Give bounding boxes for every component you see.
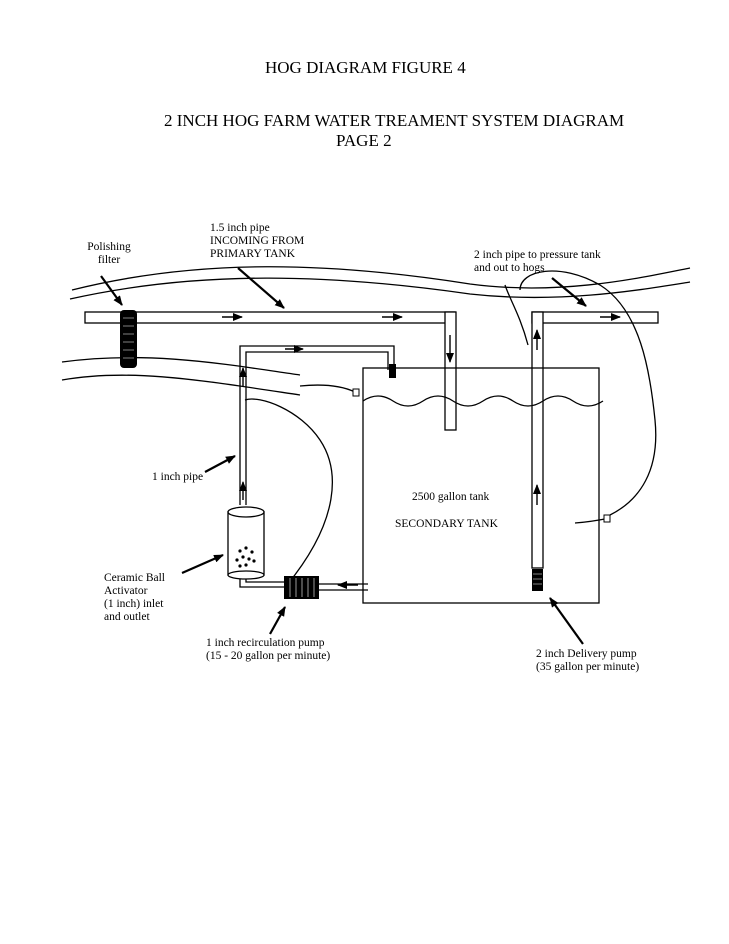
figure-title: HOG DIAGRAM FIGURE 4 bbox=[265, 58, 466, 77]
recirc-pump-cord bbox=[244, 398, 333, 586]
leader-polishing-filter bbox=[100, 275, 123, 306]
delivery-pump bbox=[532, 569, 543, 591]
leader-outgoing-pipe bbox=[551, 277, 587, 307]
label-tank-name: SECONDARY TANK bbox=[395, 518, 498, 530]
tank-float bbox=[352, 388, 360, 397]
delivery-pump-cord bbox=[519, 270, 657, 516]
leader-recirc-pump bbox=[269, 606, 286, 635]
leader-activator bbox=[181, 553, 224, 575]
leader-one-inch-pipe bbox=[204, 455, 236, 473]
inlet-fitting bbox=[389, 364, 396, 378]
drop-pipe bbox=[444, 311, 457, 431]
tank-float-cord bbox=[299, 384, 356, 393]
diagram-title: 2 INCH HOG FARM WATER TREAMENT SYSTEM DI… bbox=[164, 111, 625, 130]
label-recirc-pump: 1 inch recirculation pump (15 - 20 gallo… bbox=[206, 637, 331, 662]
label-outgoing-pipe: 2 inch pipe to pressure tank and out to … bbox=[474, 249, 601, 274]
side-float bbox=[603, 514, 611, 523]
water-surface bbox=[362, 395, 604, 407]
label-activator: Ceramic Ball Activator (1 inch) inlet an… bbox=[104, 572, 165, 623]
page-label: PAGE 2 bbox=[336, 131, 392, 150]
label-delivery-pump: 2 inch Delivery pump (35 gallon per minu… bbox=[536, 648, 640, 673]
recirc-pump bbox=[284, 576, 319, 599]
delivery-riser-pipe bbox=[531, 311, 544, 569]
polishing-filter bbox=[120, 310, 137, 368]
contour-line-lower bbox=[69, 277, 691, 300]
ceramic-ball-activator bbox=[227, 506, 265, 580]
recirc-pipe-up-outer bbox=[239, 345, 395, 505]
label-tank-capacity: 2500 gallon tank bbox=[412, 491, 490, 503]
leader-delivery-pump bbox=[549, 597, 584, 645]
label-one-inch-pipe: 1 inch pipe bbox=[152, 471, 204, 483]
ground-line-left bbox=[61, 356, 301, 376]
ground-line-left-2 bbox=[61, 374, 301, 396]
label-polishing-filter: Polishing filter bbox=[87, 241, 131, 266]
label-incoming-pipe: 1.5 inch pipe INCOMING FROM PRIMARY TANK bbox=[210, 222, 305, 260]
float-switch-cord bbox=[504, 284, 529, 346]
leader-incoming-pipe bbox=[237, 267, 285, 309]
recirc-pipe-up-inner bbox=[245, 351, 389, 505]
secondary-tank bbox=[362, 367, 600, 604]
outgoing-pipe bbox=[531, 311, 659, 324]
contour-line-upper bbox=[71, 266, 691, 291]
